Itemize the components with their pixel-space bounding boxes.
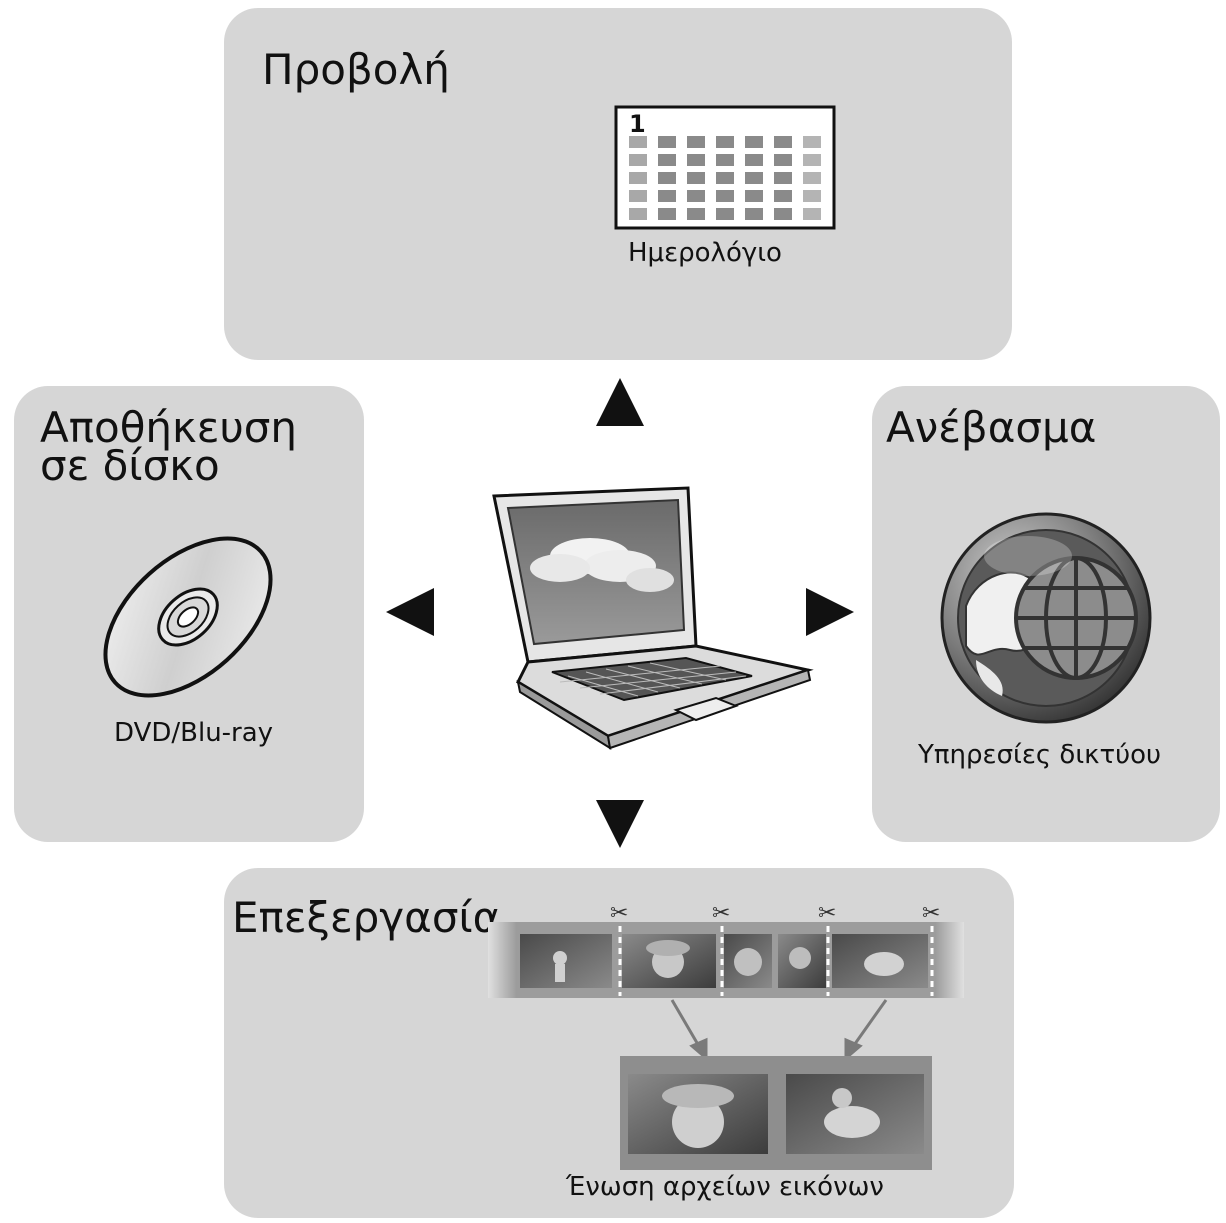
calendar-day-cell	[803, 136, 821, 148]
arrow-left-icon	[386, 588, 434, 636]
calendar-day-cell	[658, 190, 676, 202]
upload-caption: Υπηρεσίες δικτύου	[918, 740, 1162, 770]
calendar-day-cell	[658, 154, 676, 166]
upload-title: Ανέβασμα	[886, 403, 1097, 452]
calendar-day-cell	[716, 190, 734, 202]
calendar-day-cell	[687, 190, 705, 202]
calendar-day-cell	[658, 172, 676, 184]
calendar-day-cell	[687, 172, 705, 184]
filmstrip-icon: ✂ ✂ ✂ ✂	[488, 901, 964, 998]
svg-text:✂: ✂	[922, 901, 940, 926]
calendar-day-cell	[774, 172, 792, 184]
calendar-caption: Ημερολόγιο	[628, 238, 782, 268]
calendar-day-cell	[745, 154, 763, 166]
arrow-up-icon	[596, 378, 644, 426]
calendar-day-cell	[629, 154, 647, 166]
calendar-day-cell	[687, 154, 705, 166]
calendar-day-cell	[629, 136, 647, 148]
calendar-day-cell	[745, 190, 763, 202]
svg-text:✂: ✂	[712, 901, 730, 926]
arrow-right-icon	[806, 588, 854, 636]
scissors-icon: ✂ ✂ ✂ ✂	[610, 901, 940, 926]
disc-caption: DVD/Blu-ray	[114, 718, 274, 748]
edit-title: Επεξεργασία	[232, 893, 501, 942]
calendar-day-cell	[774, 208, 792, 220]
view-title: Προβολή	[262, 45, 450, 94]
calendar-day-cell	[803, 172, 821, 184]
disc-title-line2: σε δίσκο	[40, 441, 220, 490]
svg-text:✂: ✂	[610, 901, 628, 926]
calendar-day-cell	[803, 190, 821, 202]
calendar-day-cell	[716, 136, 734, 148]
edit-caption: Ένωση αρχείων εικόνων	[566, 1172, 884, 1202]
calendar-day-cell	[629, 208, 647, 220]
calendar-day-cell	[658, 136, 676, 148]
svg-text:✂: ✂	[818, 901, 836, 926]
calendar-day-cell	[774, 136, 792, 148]
calendar-day-cell	[745, 136, 763, 148]
calendar-day-cell	[629, 190, 647, 202]
calendar-day-cell	[716, 154, 734, 166]
laptop-icon	[492, 486, 814, 751]
calendar-day-cell	[745, 208, 763, 220]
disc-icon	[103, 536, 273, 698]
globe-icon	[940, 512, 1152, 724]
merged-images-icon	[620, 1056, 932, 1170]
disc-title-line1: Αποθήκευση	[40, 403, 298, 452]
calendar-day-cell	[716, 172, 734, 184]
calendar-day-cell	[745, 172, 763, 184]
calendar-day-cell	[687, 136, 705, 148]
merge-arrows	[670, 999, 888, 1062]
arrow-down-icon	[596, 800, 644, 848]
calendar-icon: 1	[614, 105, 836, 230]
calendar-day-cell	[774, 154, 792, 166]
calendar-day-cell	[658, 208, 676, 220]
calendar-day-cell	[803, 154, 821, 166]
calendar-day-cell	[687, 208, 705, 220]
calendar-day-cell	[774, 190, 792, 202]
calendar-day-cell	[629, 172, 647, 184]
calendar-day-cell	[803, 208, 821, 220]
calendar-number: 1	[629, 110, 646, 138]
calendar-day-cell	[716, 208, 734, 220]
